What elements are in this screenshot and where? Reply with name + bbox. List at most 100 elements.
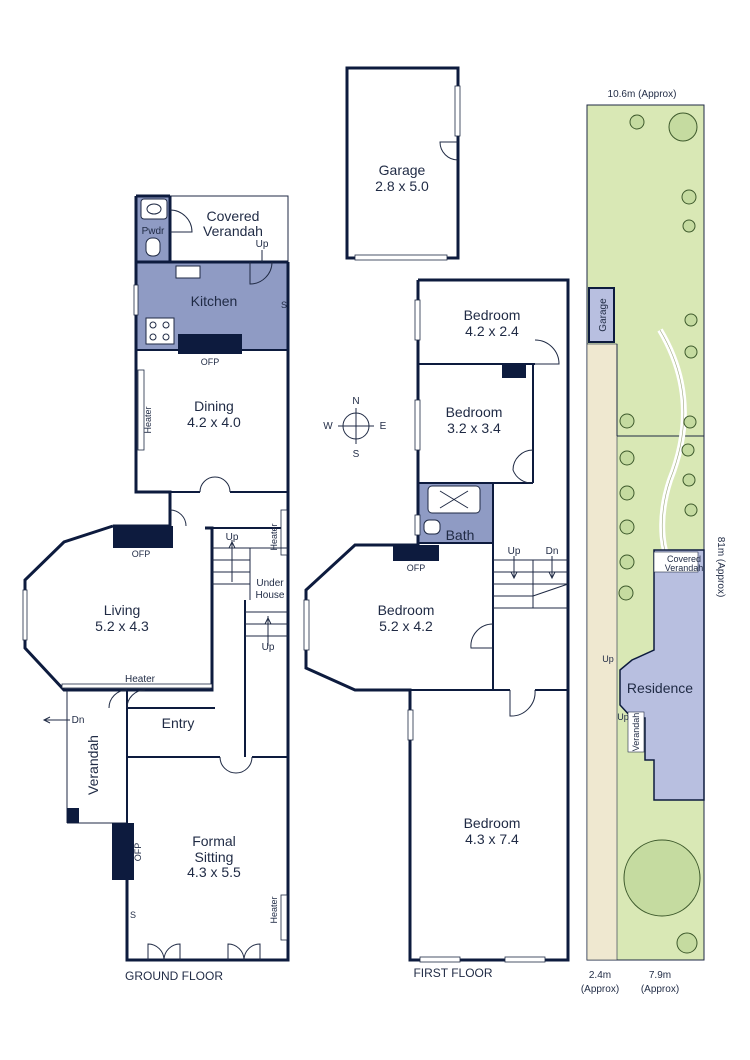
verandah-label: Verandah [85, 735, 101, 795]
formal-door [219, 756, 253, 774]
tree-icon [619, 413, 635, 429]
compass-s: S [353, 449, 360, 460]
site-up-2: Up [617, 712, 629, 722]
site-garage [588, 287, 615, 343]
living-heater [61, 683, 213, 689]
tree-icon [619, 519, 635, 535]
cooktop [145, 317, 175, 345]
bed2-door [512, 449, 534, 484]
compass: N E S W [323, 396, 386, 460]
stair-up-label: Up [508, 546, 521, 557]
living-label: Living [104, 602, 141, 618]
hall-door [169, 509, 187, 527]
french-door [227, 943, 245, 961]
garage-plan: Garage 2.8 x 5.0 [345, 66, 461, 261]
living-bay-wall [23, 524, 214, 692]
verandah-door [108, 689, 128, 709]
bedroom1-dim: 4.2 x 2.4 [465, 323, 519, 339]
garage-label: Garage [379, 162, 426, 178]
french-door [147, 943, 165, 961]
site-up-1: Up [602, 654, 614, 664]
formal-s-label: S [130, 910, 136, 920]
formal-heater-label: Heater [269, 896, 279, 923]
burner-icon [149, 321, 157, 329]
site-bottom-left-2: (Approx) [581, 984, 619, 995]
formal-sitting-label-2: Sitting [195, 849, 234, 865]
french-door [163, 943, 181, 961]
tree-icon [629, 114, 645, 130]
site-verandah [627, 711, 645, 753]
verandah-dn-label: Dn [72, 715, 85, 726]
ground-east-south-wall [125, 262, 290, 962]
burner-icon [162, 321, 170, 329]
kitchen-sink-icon [175, 265, 201, 279]
site-length-label: 81m (Approx) [715, 537, 726, 598]
bed1-door [534, 339, 560, 365]
first-floor: Bedroom 4.2 x 2.4 Bedroom 3.2 x 3.4 Bath… [303, 278, 570, 980]
ground-floor-caption: GROUND FLOOR [125, 969, 223, 983]
bed2-window [414, 399, 421, 451]
first-floor-stairs [493, 556, 569, 609]
living-fireplace [113, 526, 173, 548]
tree-icon [619, 450, 635, 466]
trees [618, 112, 701, 954]
bedroom2-label: Bedroom [446, 404, 503, 420]
formal-fireplace [112, 823, 134, 880]
tree-icon [619, 554, 635, 570]
garage-walls [345, 66, 460, 260]
tree-icon [681, 189, 697, 205]
first-floor-outer-wall [304, 278, 570, 962]
under-house-label-1: Under [256, 578, 284, 589]
tree-icon [684, 345, 698, 359]
bedroom3-dim: 5.2 x 4.2 [379, 618, 433, 634]
site-residence-label: Residence [627, 680, 693, 696]
site-garage-label: Garage [598, 298, 609, 332]
bedroom4-dim: 4.3 x 7.4 [465, 831, 519, 847]
site-covered-verandah-2: Verandah [665, 563, 704, 573]
tree-icon [682, 219, 696, 233]
bedroom2-dim: 3.2 x 3.4 [447, 420, 501, 436]
dining-dim: 4.2 x 4.0 [187, 414, 241, 430]
burner-icon [149, 333, 157, 341]
tree-icon [619, 485, 635, 501]
living-window [22, 589, 28, 641]
formal-ofp-label: OFP [133, 843, 143, 862]
ground-floor: Pwdr Covered Verandah Up Kitchen S OFP D… [22, 194, 290, 983]
kitchen-label: Kitchen [191, 293, 238, 309]
living-heater-label: Heater [125, 674, 156, 685]
compass-e: E [380, 421, 387, 432]
toilet-icon [423, 519, 441, 535]
kitchen-s-label: S [281, 300, 287, 310]
burner-icon [162, 333, 170, 341]
covered-verandah-label-1: Covered [207, 208, 260, 224]
tree-icon [684, 503, 698, 517]
entry-label: Entry [162, 715, 195, 731]
bath-window [414, 514, 421, 536]
covered-verandah-label-2: Verandah [203, 223, 263, 239]
bath-label: Bath [446, 527, 475, 543]
site-bottom-left-1: 2.4m [589, 970, 611, 981]
dining-heater [137, 369, 145, 451]
powder-door [169, 209, 193, 233]
site-residence [619, 549, 705, 801]
site-width-label: 10.6m (Approx) [608, 89, 677, 100]
bed2-fireplace [502, 364, 526, 378]
tree-icon [682, 473, 696, 487]
tree-icon [681, 443, 695, 457]
formal-sitting-dim: 4.3 x 5.5 [187, 864, 241, 880]
bed3-fireplace [393, 545, 439, 561]
bed3-ofp-label: OFP [407, 563, 426, 573]
side-driveway [586, 343, 618, 961]
french-door [243, 943, 261, 961]
stair-up-top-label: Up [226, 532, 239, 543]
toilet-icon [145, 237, 161, 257]
up-label-top: Up [256, 239, 269, 250]
basin-icon [140, 198, 168, 220]
garage-window [454, 85, 461, 137]
dining-heater-label: Heater [143, 406, 153, 433]
living-ofp-label: OFP [132, 549, 151, 559]
bed1-window [414, 299, 421, 341]
formal-heater [280, 894, 288, 941]
covered-verandah-outline [170, 195, 289, 262]
